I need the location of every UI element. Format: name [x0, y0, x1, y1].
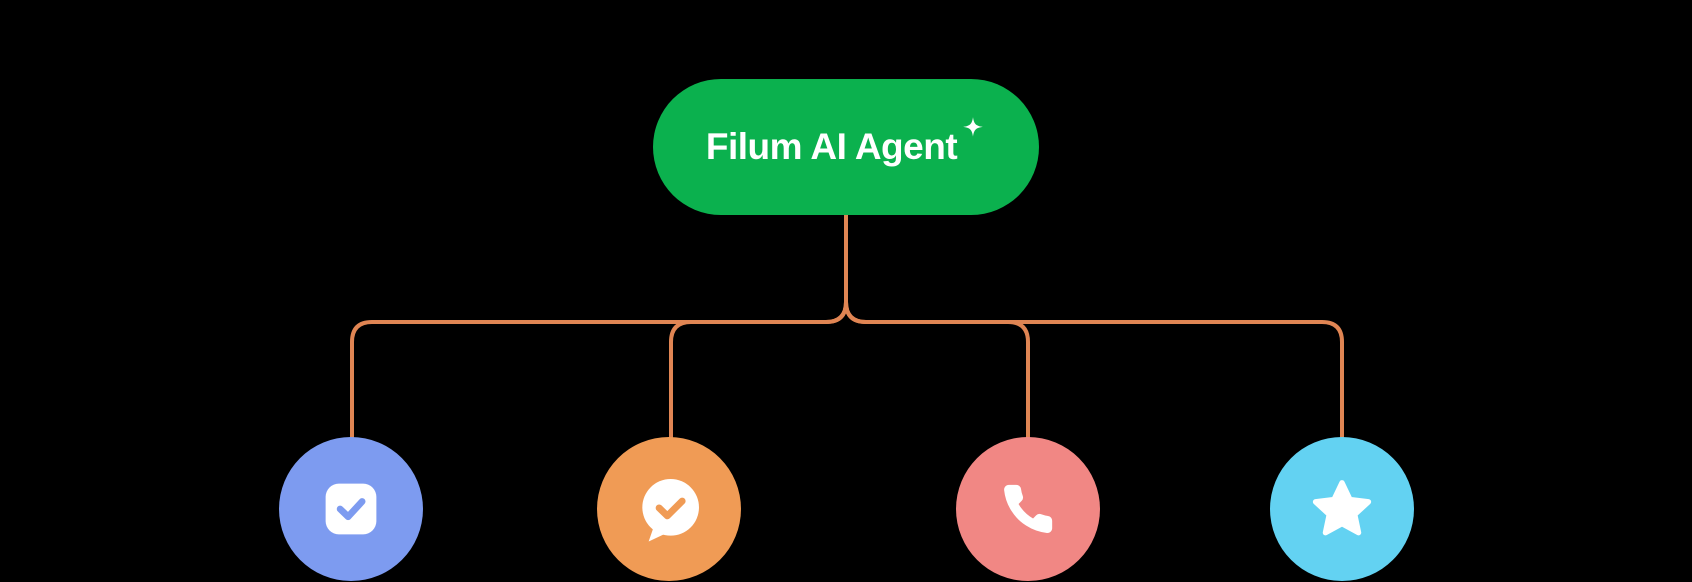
star-icon	[1312, 480, 1372, 536]
chat-check-icon	[642, 479, 699, 542]
root-node: Filum AI Agent	[653, 79, 1039, 215]
root-node-label: Filum AI Agent	[705, 126, 958, 167]
node-check-square	[279, 437, 423, 581]
node-chat-check	[597, 437, 741, 581]
check-square-icon	[325, 483, 377, 535]
connector-branch-right-outer	[844, 300, 1344, 446]
sparkle-icon	[963, 117, 983, 137]
node-phone	[956, 437, 1100, 581]
node-star	[1270, 437, 1414, 581]
phone-icon	[1004, 484, 1053, 533]
connector-branch-left-inner	[669, 300, 848, 446]
